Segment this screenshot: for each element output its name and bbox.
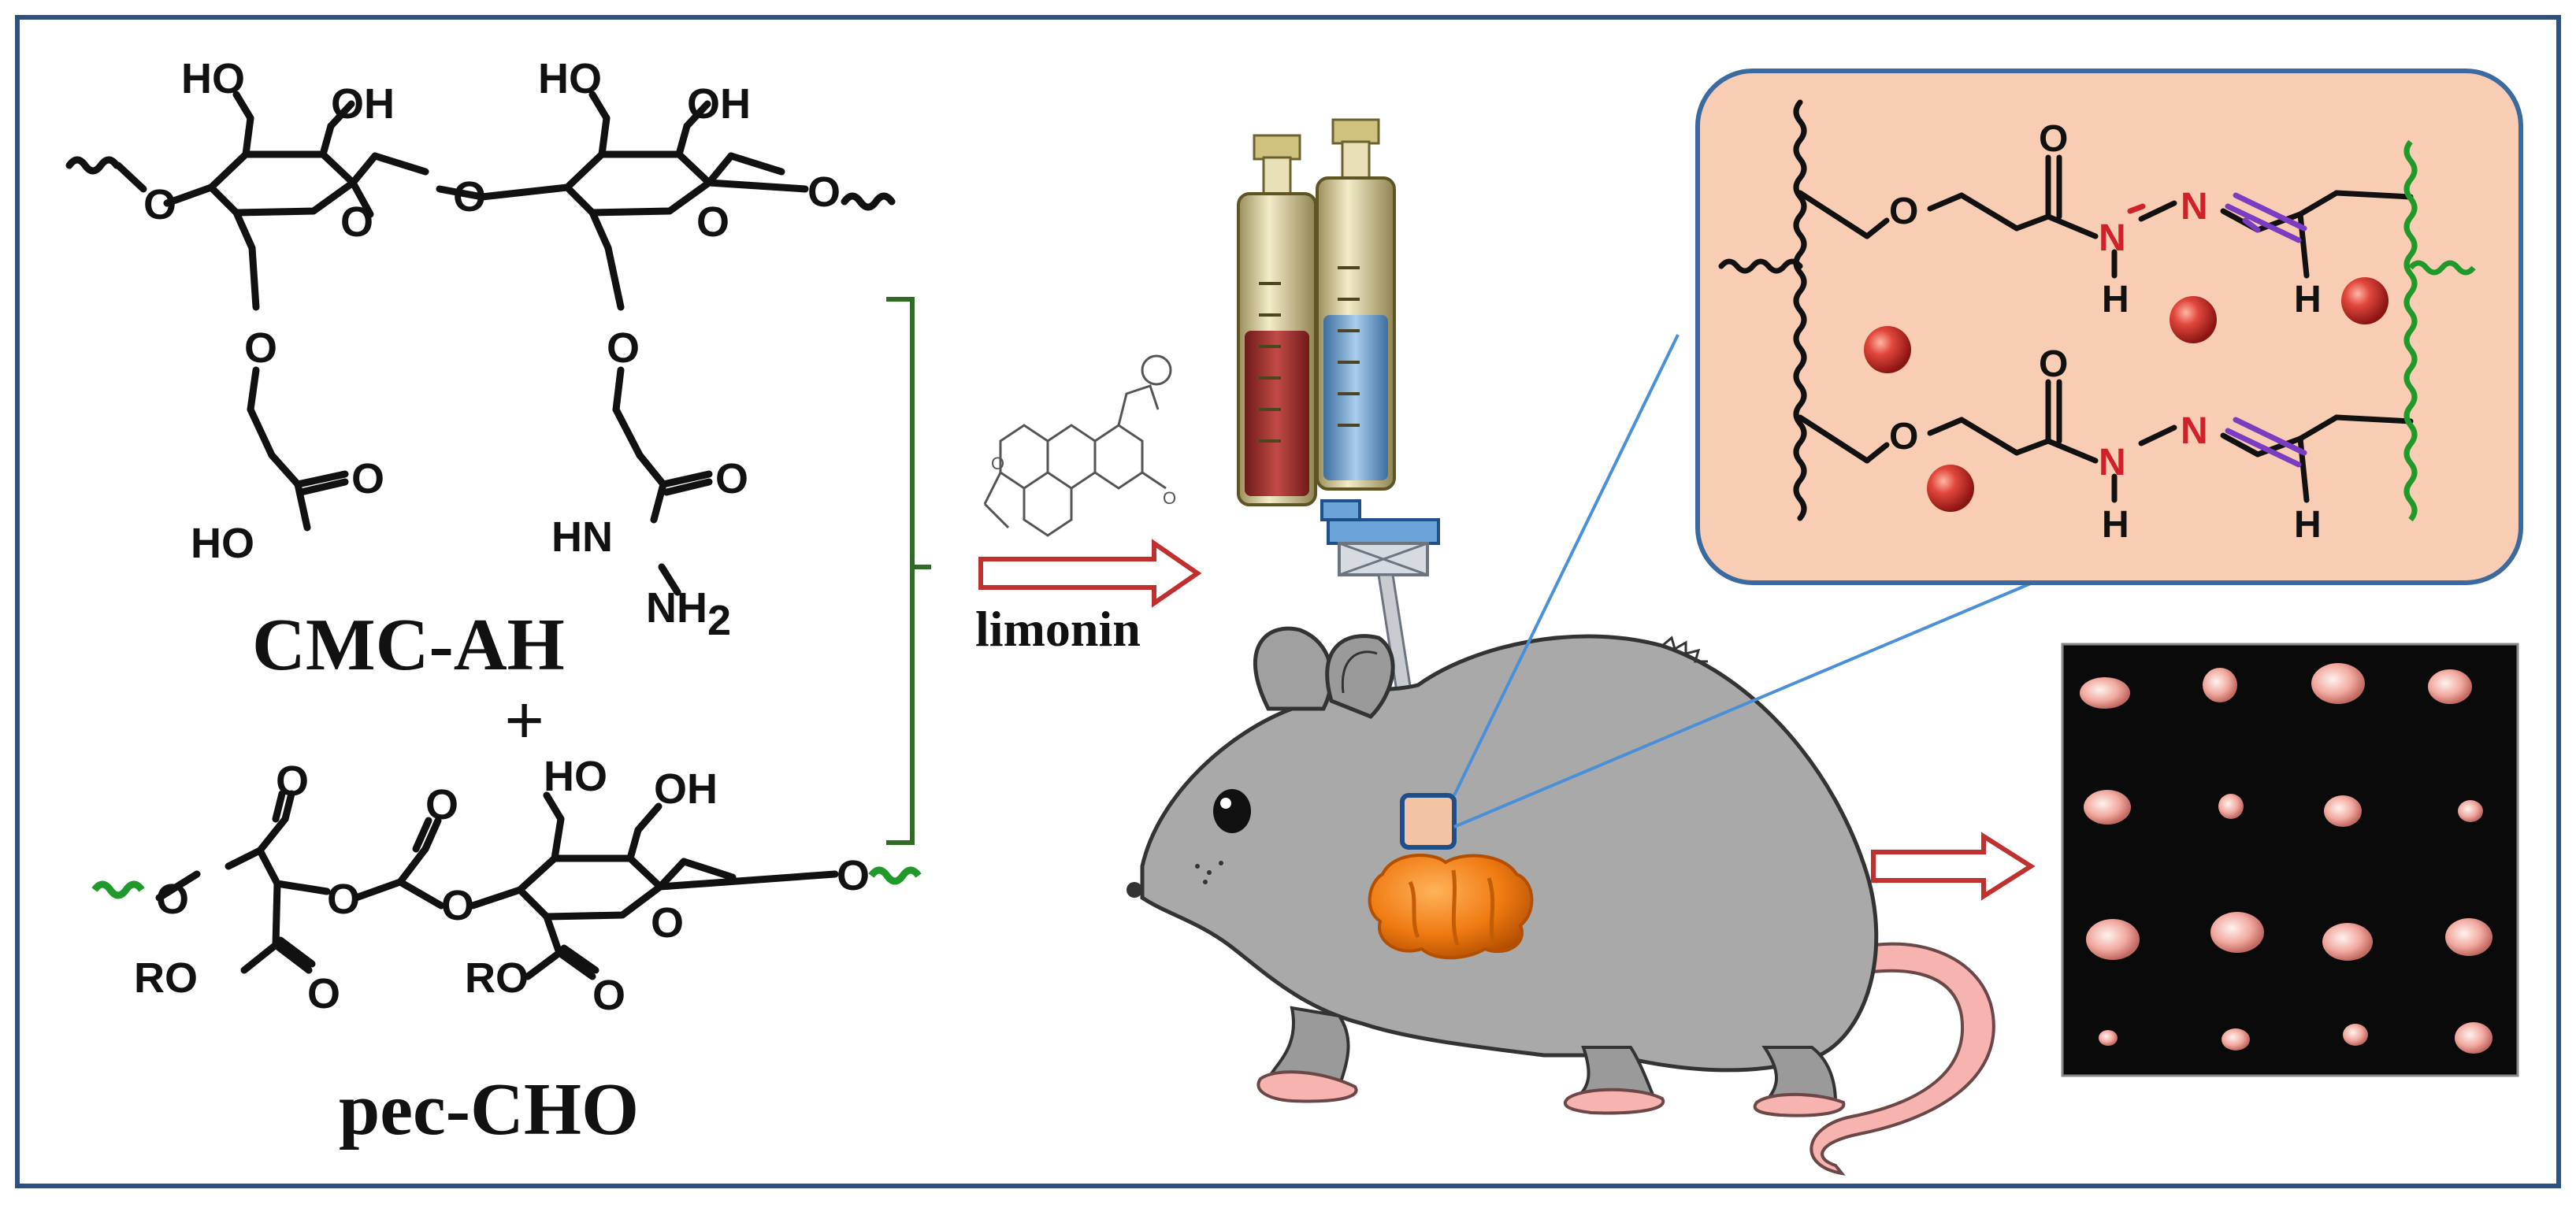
drug-particle-icon	[2170, 296, 2217, 343]
atom-label: O	[143, 181, 176, 228]
injection-site	[1400, 793, 1457, 850]
atom-label: O	[441, 882, 474, 929]
atom-label: RO	[465, 954, 529, 1002]
atom-label: O	[607, 324, 640, 372]
zoom-line-bottom	[1453, 581, 2033, 828]
pec-backbone-inset	[2403, 139, 2418, 522]
atom-label: HO	[191, 520, 254, 567]
atom-label: 2	[707, 597, 731, 644]
atom-label: O	[1889, 416, 1918, 458]
result-arrow-icon	[1871, 832, 2036, 901]
limonin-label: limonin	[975, 601, 1141, 657]
drug-particle-icon	[1864, 326, 1911, 373]
atom-label: O	[276, 758, 309, 805]
drug-particles	[1864, 277, 2389, 512]
atom-label: HN	[551, 513, 613, 561]
atom-label: O	[2039, 343, 2068, 385]
pec-cho-label: pec-CHO	[339, 1069, 639, 1151]
plus-sign: +	[504, 682, 544, 760]
atom-label: OH	[654, 765, 718, 813]
drug-particle-icon	[1927, 465, 1974, 512]
atom-label: O	[807, 169, 841, 216]
mouse-icon	[1127, 626, 1995, 1176]
pec-cho-structure	[155, 790, 839, 980]
atom-label: O	[244, 324, 277, 372]
imine-bonds	[2127, 192, 2307, 468]
reactant-bracket	[886, 297, 931, 845]
svg-text:O: O	[991, 454, 1004, 473]
tumor-samples-photo	[2061, 643, 2519, 1077]
cmc-ah-structure	[65, 91, 896, 596]
atom-label: H	[2294, 504, 2322, 546]
atom-label: OH	[331, 80, 395, 128]
atom-label: O	[837, 852, 870, 899]
atom-label: O	[715, 455, 748, 502]
drug-particle-icon	[2341, 277, 2389, 324]
hydrogel-network-inset	[1695, 69, 2523, 585]
atom-label: O	[1889, 191, 1918, 232]
atom-label: O	[2039, 118, 2068, 160]
tumor-icon	[1368, 854, 1534, 960]
atom-label: O	[453, 173, 486, 220]
syringe-icon	[1237, 118, 1440, 789]
pec-chain-left	[91, 880, 145, 899]
atom-label: N	[2181, 186, 2208, 228]
atom-label: O	[327, 876, 360, 923]
atom-label: OH	[687, 80, 751, 128]
atom-label: N	[2099, 217, 2126, 259]
pec-cho-atoms: O O O O O HO OH O O RO O RO O	[134, 753, 870, 1019]
atom-label: RO	[134, 954, 198, 1002]
limonin-structure: O O	[983, 354, 1176, 537]
atom-label: O	[592, 972, 625, 1019]
atom-label: HO	[538, 55, 602, 102]
atom-label: HO	[544, 753, 607, 800]
atom-label: O	[351, 455, 384, 502]
atom-label: H	[2294, 279, 2322, 321]
reaction-arrow-icon	[978, 539, 1202, 608]
hydrogel-chains	[1718, 99, 2414, 521]
atom-label: NH	[646, 584, 707, 632]
atom-label: HO	[181, 55, 245, 102]
inset-atoms: O O N N H H O O N N H H	[1889, 118, 2322, 546]
atom-label: N	[2099, 442, 2126, 484]
atom-label: O	[340, 198, 373, 246]
atom-label: O	[156, 876, 189, 923]
pec-branch-inset	[2408, 260, 2476, 276]
atom-label: O	[425, 781, 458, 828]
atom-label: O	[307, 970, 340, 1017]
cmc-ah-label: CMC-AH	[252, 604, 565, 686]
svg-text:O: O	[1163, 488, 1176, 508]
atom-label: O	[651, 899, 684, 947]
atom-label: H	[2102, 279, 2129, 321]
atom-label: H	[2102, 504, 2129, 546]
pec-chain-right	[868, 866, 922, 885]
atom-label: N	[2181, 410, 2208, 452]
zoom-line-top	[1453, 334, 1680, 796]
cmc-ah-atoms: HO OH O O O HO OH O O O O O HO O HN NH 2	[143, 55, 841, 644]
atom-label: O	[696, 198, 729, 246]
